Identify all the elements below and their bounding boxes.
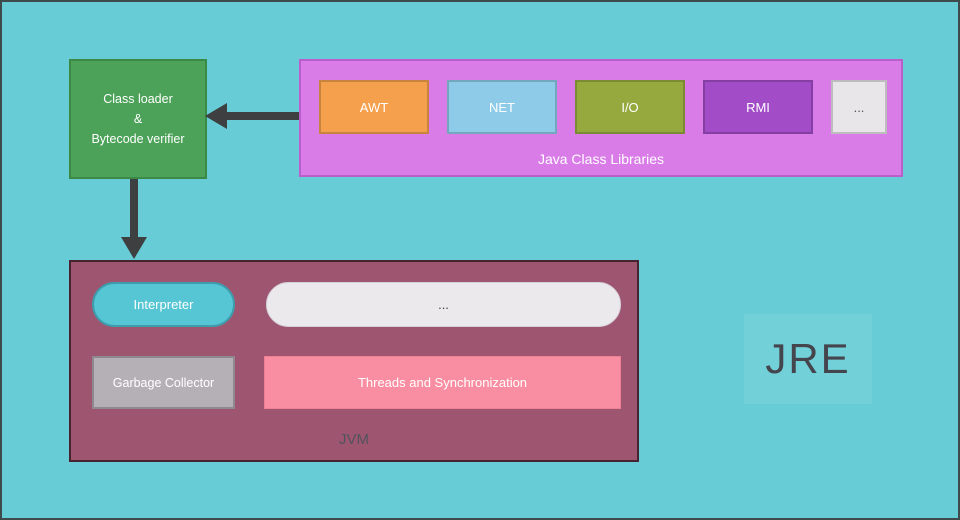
- library-label-net: NET: [489, 99, 515, 115]
- interpreter-label: Interpreter: [133, 297, 194, 312]
- library-label-rmi: RMI: [746, 99, 770, 115]
- library-box-io: I/O: [575, 80, 685, 134]
- class-loader-line2: &: [133, 112, 143, 126]
- jvm-ellipsis-label: ...: [438, 297, 449, 312]
- interpreter-pill: Interpreter: [92, 282, 235, 327]
- library-label-awt: AWT: [359, 99, 389, 115]
- jre-label: JRE: [765, 335, 851, 382]
- library-box-rmi: RMI: [703, 80, 813, 134]
- java-class-libraries-label: Java Class Libraries: [537, 151, 665, 167]
- arrow-down-line: [130, 179, 138, 238]
- libraries-row: AWT NET I/O RMI ...: [319, 80, 887, 134]
- class-loader-box: Class loader & Bytecode verifier: [69, 59, 207, 179]
- arrow-down-head-icon: [121, 237, 147, 259]
- library-label-io: I/O: [621, 99, 639, 115]
- library-box-awt: AWT: [319, 80, 429, 134]
- threads-synchronization-box: Threads and Synchronization: [264, 356, 621, 409]
- threads-synchronization-label: Threads and Synchronization: [357, 375, 528, 390]
- library-box-ellipsis: ...: [831, 80, 887, 134]
- library-box-net: NET: [447, 80, 557, 134]
- garbage-collector-box: Garbage Collector: [92, 356, 235, 409]
- jvm-box: Interpreter ... Garbage Collector Thread…: [69, 260, 639, 462]
- arrow-left-line: [226, 112, 299, 120]
- arrow-left-head-icon: [205, 103, 227, 129]
- jvm-label: JVM: [339, 431, 369, 448]
- java-class-libraries-box: AWT NET I/O RMI ... Java Class Libraries: [299, 59, 903, 177]
- jvm-ellipsis-pill: ...: [266, 282, 621, 327]
- jre-panel: JRE: [744, 314, 872, 404]
- class-loader-line1: Class loader: [103, 92, 173, 106]
- garbage-collector-label: Garbage Collector: [112, 375, 215, 390]
- class-loader-line3: Bytecode verifier: [91, 132, 185, 146]
- library-label-ellipsis: ...: [853, 99, 865, 115]
